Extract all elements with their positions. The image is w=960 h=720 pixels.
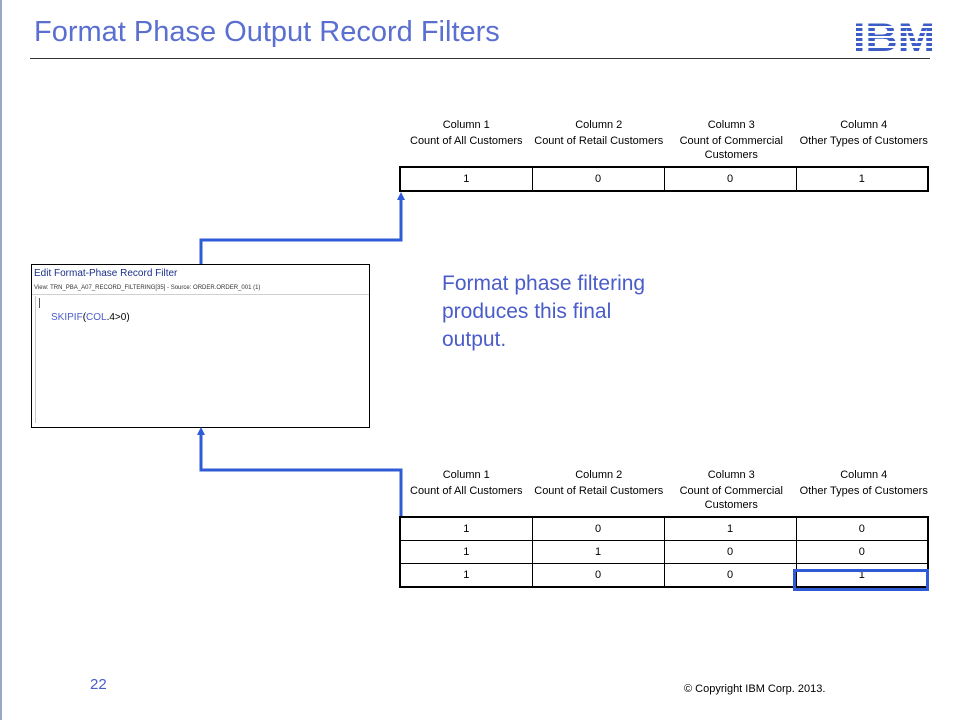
table-row: 1 1 0 0 — [399, 540, 929, 564]
filter-panel-title: Edit Format-Phase Record Filter — [34, 268, 178, 279]
filter-panel-divider — [32, 294, 369, 295]
page-title: Format Phase Output Record Filters — [34, 16, 500, 48]
selected-cell-highlight — [793, 569, 929, 591]
table-cell: 1 — [531, 540, 665, 564]
table-row: 1 0 0 1 — [399, 563, 929, 588]
code-expression: .4>0) — [106, 312, 130, 323]
table-cell: 0 — [663, 563, 797, 588]
slide-left-rule — [0, 0, 2, 720]
table-cell: 1 — [795, 563, 929, 588]
table-cell: 0 — [795, 540, 929, 564]
table-cell: 0 — [531, 563, 665, 588]
copyright-notice: © Copyright IBM Corp. 2013. — [684, 683, 826, 695]
table-cell: 1 — [399, 540, 533, 564]
text-cursor — [39, 298, 40, 308]
filter-code: SKIPIF(COL.4>0) — [51, 312, 130, 323]
table-row: 1 0 0 1 — [399, 166, 929, 192]
arrow-filter-to-output — [199, 192, 405, 264]
filter-panel-subtitle: View: TRN_PBA_A07_RECORD_FILTERING[35] -… — [34, 285, 261, 291]
table-cell: 0 — [663, 166, 797, 192]
arrow-input-to-filter — [197, 427, 403, 516]
table-cell: 0 — [531, 516, 665, 541]
table-cell: 1 — [663, 516, 797, 541]
code-function: SKIPIF — [51, 312, 83, 323]
output-table: 1 0 0 1 — [399, 166, 929, 192]
ibm-logo: IBM — [853, 18, 935, 52]
ibm-logo-text: IBM — [853, 18, 935, 52]
record-filter-panel: Edit Format-Phase Record Filter View: TR… — [31, 264, 370, 428]
table-cell: 1 — [399, 563, 533, 588]
title-divider — [30, 58, 930, 59]
code-column: COL — [86, 312, 107, 323]
table-cell: 1 — [399, 166, 533, 192]
page-number: 22 — [90, 676, 107, 693]
table-cell: 1 — [795, 166, 929, 192]
code-paren: ( — [82, 312, 87, 323]
table-row: 1 0 1 0 — [399, 516, 929, 541]
table-cell: 0 — [531, 166, 665, 192]
table-cell: 0 — [663, 540, 797, 564]
filter-code-editor[interactable]: SKIPIF(COL.4>0) — [35, 296, 366, 423]
table-cell: 1 — [399, 516, 533, 541]
callout-text: Format phase filtering produces this fin… — [442, 272, 646, 351]
table-cell: 0 — [795, 516, 929, 541]
input-table: 1 0 1 0 1 1 0 0 1 0 0 1 — [399, 516, 929, 588]
